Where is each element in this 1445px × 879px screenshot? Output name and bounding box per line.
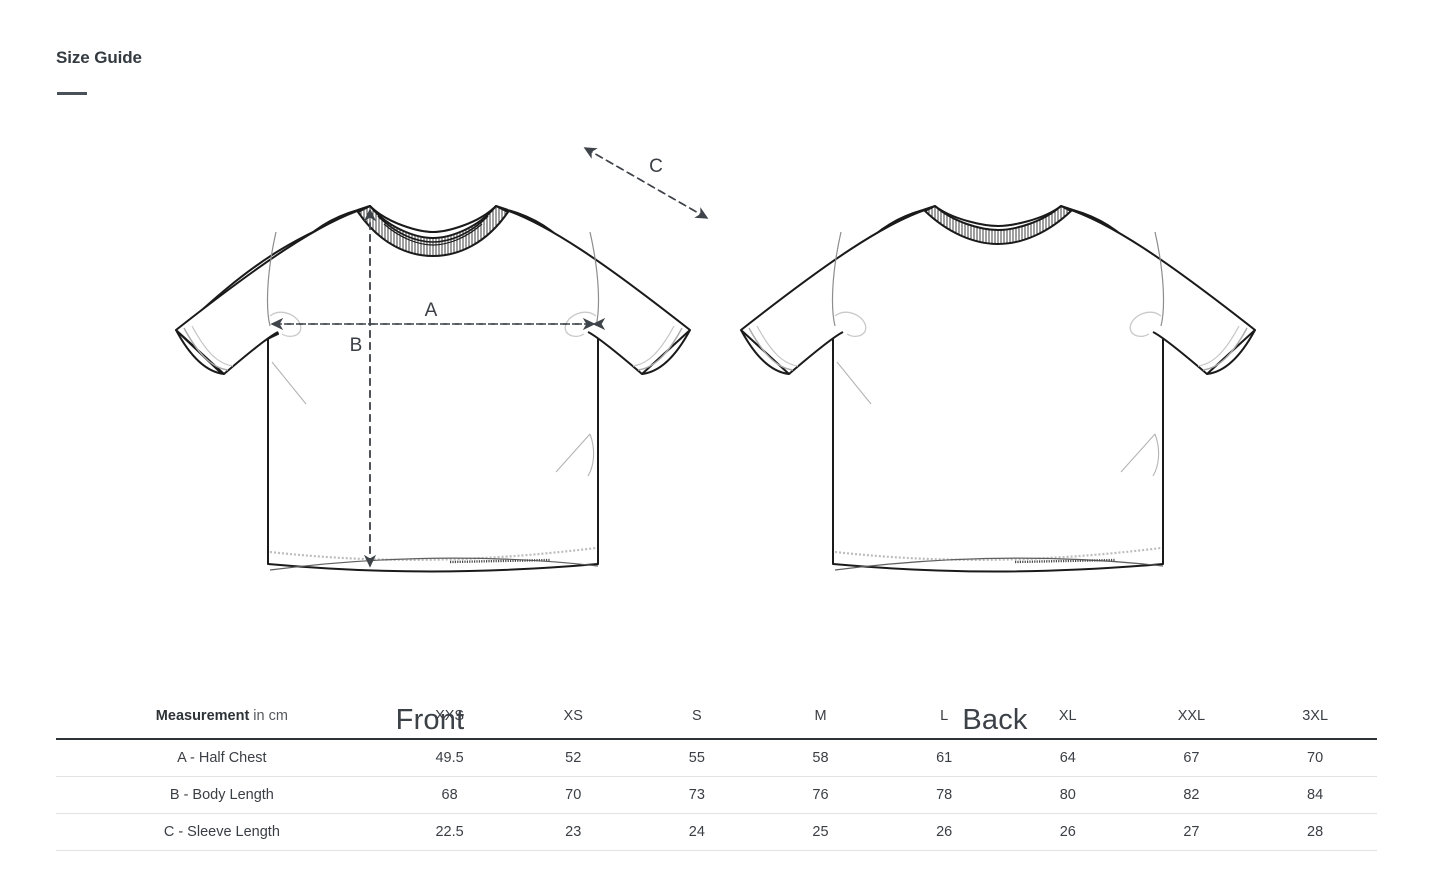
header-size-xxs: XXS bbox=[435, 708, 465, 724]
tshirt-front-illustration: A B C bbox=[120, 104, 740, 604]
row-label-half-chest: A - Half Chest bbox=[177, 750, 267, 766]
cell-half-chest-xxl: 67 bbox=[1183, 750, 1200, 766]
cell-body-length-3xl: 84 bbox=[1307, 787, 1324, 803]
cell-body-length-xs: 70 bbox=[565, 787, 582, 803]
cell-half-chest-xxs: 49.5 bbox=[435, 750, 464, 766]
header-measurement-unit: in cm bbox=[249, 708, 288, 724]
dimension-label-c: C bbox=[649, 156, 663, 177]
header-size-m: M bbox=[814, 708, 827, 724]
cell-half-chest-3xl: 70 bbox=[1307, 750, 1324, 766]
cell-sleeve-length-3xl: 28 bbox=[1307, 824, 1324, 840]
table-row: A - Half Chest 49.5 52 55 58 61 64 67 70 bbox=[56, 739, 1377, 777]
header-measurement: Measurement in cm bbox=[56, 700, 388, 739]
header-size-xxl: XXL bbox=[1177, 708, 1206, 724]
header-size-l: L bbox=[940, 708, 949, 724]
cell-half-chest-xl: 64 bbox=[1059, 750, 1076, 766]
cell-body-length-s: 73 bbox=[688, 787, 705, 803]
table-row: B - Body Length 68 70 73 76 78 80 82 84 bbox=[56, 777, 1377, 814]
table-row: C - Sleeve Length 22.5 23 24 25 26 26 27… bbox=[56, 814, 1377, 851]
cell-sleeve-length-l: 26 bbox=[936, 824, 953, 840]
caption-front: Front bbox=[395, 704, 465, 736]
cell-half-chest-xs: 52 bbox=[565, 750, 582, 766]
header-size-s: S bbox=[692, 708, 702, 724]
row-label-body-length: B - Body Length bbox=[169, 787, 274, 803]
header-measurement-strong: Measurement bbox=[155, 708, 250, 724]
cell-body-length-m: 76 bbox=[812, 787, 829, 803]
tshirt-front-body-group bbox=[175, 205, 691, 573]
cell-sleeve-length-xxl: 27 bbox=[1183, 824, 1200, 840]
caption-back: Back bbox=[962, 704, 1028, 736]
header-size-xs: XS bbox=[563, 708, 583, 724]
dimension-lines-group bbox=[270, 147, 709, 568]
tshirt-back-body-group bbox=[740, 205, 1256, 573]
cell-sleeve-length-xxs: 22.5 bbox=[435, 824, 464, 840]
cell-body-length-xl: 80 bbox=[1059, 787, 1076, 803]
cell-sleeve-length-xl: 26 bbox=[1059, 824, 1076, 840]
cell-sleeve-length-m: 25 bbox=[812, 824, 829, 840]
size-chart-header: Measurement in cm XXS XS S M L XL XXL 3X… bbox=[56, 700, 1377, 739]
dimension-label-b: B bbox=[350, 335, 363, 356]
row-label-sleeve-length: C - Sleeve Length bbox=[163, 824, 280, 840]
table-header-row: Measurement in cm XXS XS S M L XL XXL 3X… bbox=[56, 700, 1377, 739]
cell-body-length-xxs: 68 bbox=[441, 787, 458, 803]
illustration-area: A B C bbox=[0, 104, 1445, 736]
cell-sleeve-length-s: 24 bbox=[688, 824, 705, 840]
header-size-3xl: 3XL bbox=[1302, 708, 1329, 724]
header-size-xl: XL bbox=[1058, 708, 1077, 724]
page-title: Size Guide bbox=[56, 48, 142, 67]
cell-body-length-xxl: 82 bbox=[1183, 787, 1200, 803]
cell-half-chest-m: 58 bbox=[812, 750, 829, 766]
cell-body-length-l: 78 bbox=[936, 787, 953, 803]
cell-half-chest-s: 55 bbox=[688, 750, 705, 766]
title-underline-rule bbox=[57, 92, 87, 95]
tshirt-back-illustration bbox=[685, 104, 1305, 604]
size-chart-table: Measurement in cm XXS XS S M L XL XXL 3X… bbox=[56, 700, 1377, 851]
cell-sleeve-length-xs: 23 bbox=[565, 824, 582, 840]
dimension-label-a: A bbox=[425, 300, 438, 321]
cell-half-chest-l: 61 bbox=[936, 750, 953, 766]
size-chart-body: A - Half Chest 49.5 52 55 58 61 64 67 70… bbox=[56, 739, 1377, 851]
